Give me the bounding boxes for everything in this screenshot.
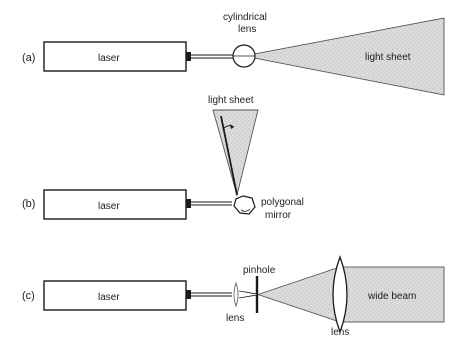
- panel-a-light-sheet: [243, 17, 445, 96]
- panel-a-optic-label-line2: lens: [238, 24, 256, 35]
- panel-a-optic-label-line1: cylindrical: [223, 12, 267, 23]
- panel-c-pinhole-label: pinhole: [243, 265, 276, 276]
- panel-c-laser-box: [43, 280, 187, 311]
- panel-a-laser-label: laser: [98, 53, 120, 64]
- panel-b-rotation-arrow: [240, 208, 251, 212]
- panel-c-small-lens: [233, 281, 239, 308]
- panel-c: (c) laser pinhole lens lens wide beam: [22, 255, 445, 338]
- panel-b-optic-label-line1: polygonal: [261, 197, 304, 208]
- panel-c-large-lens: [332, 255, 348, 334]
- panel-b-label: (b): [22, 198, 35, 210]
- panel-a-laser-box: [43, 41, 187, 72]
- panel-b-optic-label-line2: mirror: [265, 210, 292, 221]
- panel-c-label: (c): [22, 290, 35, 302]
- panel-b-light-sheet: [212, 109, 259, 197]
- panel-b-laser-aperture: [186, 199, 191, 208]
- panel-c-lens2-label: lens: [331, 327, 349, 338]
- panel-a-label: (a): [22, 52, 35, 64]
- panel-c-converge-upper: [238, 290, 258, 295]
- panel-c-lens1-label: lens: [226, 313, 244, 324]
- panel-b-scan-beam: [220, 115, 238, 196]
- panel-b-scan-arrow-head: [230, 124, 234, 129]
- panel-a-beam-label: light sheet: [365, 52, 411, 63]
- panel-c-beam-label: wide beam: [367, 291, 416, 302]
- panel-a: (a) laser cylindrical lens light sheet: [22, 12, 445, 96]
- panel-b: (b) laser light sheet polygonal mirror: [22, 95, 304, 221]
- panel-a-laser-aperture: [186, 52, 191, 61]
- panel-c-converge-lower: [238, 294, 258, 299]
- panel-c-laser-aperture: [186, 290, 191, 299]
- panel-b-laser-label: laser: [98, 201, 120, 212]
- panel-c-wide-beam: [339, 266, 445, 323]
- panel-c-laser-label: laser: [98, 292, 120, 303]
- panel-b-beam-label: light sheet: [208, 95, 254, 106]
